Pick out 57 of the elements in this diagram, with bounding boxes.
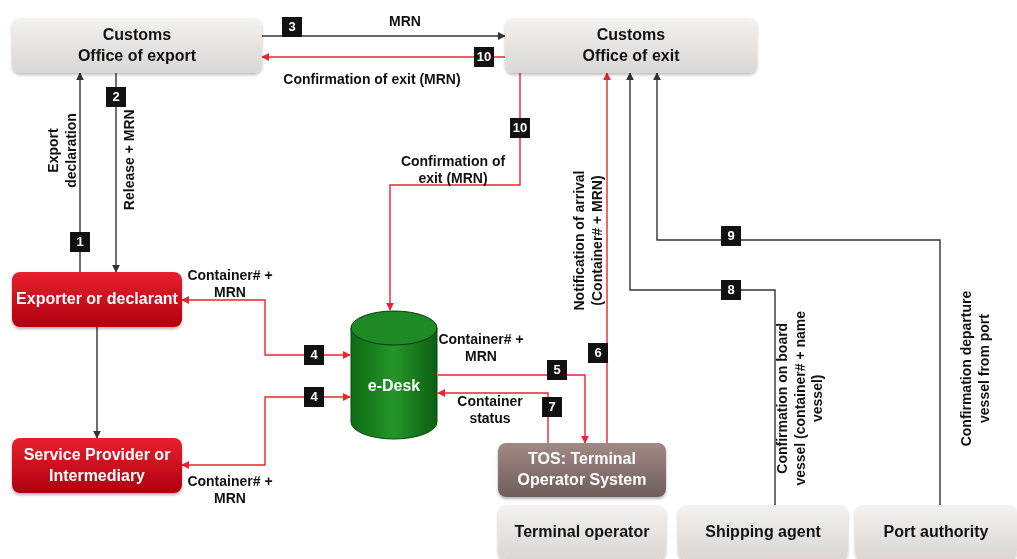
- step-number: 9: [721, 226, 741, 246]
- step-number: 4: [304, 345, 324, 365]
- flow-label: Container status: [456, 392, 524, 428]
- process-box: [505, 18, 757, 73]
- arrow: [261, 32, 506, 40]
- flow-label: Container# + MRN: [437, 330, 525, 366]
- arrow: [653, 72, 941, 506]
- node-label: Customs: [596, 24, 666, 45]
- step-number: 1: [70, 232, 90, 252]
- node-label: Terminal operator: [514, 521, 650, 542]
- step-number: 5: [547, 360, 567, 380]
- arrow: [261, 53, 506, 61]
- node-label: Office of exit: [582, 45, 680, 66]
- process-box: [855, 505, 1017, 559]
- flow-label: Confirmation of exit (MRN): [282, 71, 462, 89]
- arrow: [386, 72, 521, 311]
- node-label: Exporter or declarant: [16, 289, 178, 310]
- arrow: [181, 393, 351, 469]
- step-number: 7: [542, 397, 562, 417]
- arrow: [437, 374, 589, 444]
- actor-box: [12, 438, 182, 493]
- flow-label: Confirmation departure vessel from port: [957, 289, 993, 448]
- flow-label: Release + MRN: [121, 108, 139, 213]
- arrow: [93, 326, 101, 439]
- flow-label: Confirmation of exit (MRN): [399, 152, 507, 188]
- actor-box: [12, 272, 182, 327]
- node-label: e-Desk: [367, 375, 421, 396]
- step-number: 10: [474, 47, 494, 67]
- step-number: 10: [510, 118, 530, 138]
- node-label: Service Provider or Intermediary: [22, 444, 172, 486]
- system-box: [498, 443, 666, 497]
- flow-label: Confirmation on board vessel (container# + name vessel): [773, 309, 826, 488]
- arrow: [181, 296, 351, 359]
- flow-label: Notification of arrival (Container# + MRN): [570, 169, 606, 312]
- node-label: Port authority: [883, 521, 989, 542]
- flow-label: Container# + MRN: [186, 266, 274, 302]
- node-label: TOS: Terminal Operator System: [516, 449, 648, 490]
- arrow: [603, 72, 611, 444]
- step-number: 4: [304, 387, 324, 407]
- arrow: [437, 389, 549, 444]
- arrow: [76, 72, 84, 273]
- step-number: 3: [282, 17, 302, 37]
- flow-label: MRN: [388, 13, 422, 31]
- node-label: Customs: [102, 24, 172, 45]
- node-label: Office of export: [77, 45, 197, 66]
- database-cylinder: [350, 310, 438, 440]
- flow-label: Export declaration: [44, 111, 79, 190]
- step-number: 2: [106, 87, 126, 107]
- arrow: [112, 72, 120, 273]
- node-label: Shipping agent: [705, 521, 821, 542]
- arrow: [626, 72, 776, 506]
- process-box: [678, 505, 848, 559]
- process-box: [12, 18, 262, 73]
- process-box: [498, 505, 666, 559]
- step-number: 8: [721, 280, 741, 300]
- step-number: 6: [588, 343, 608, 363]
- flow-label: Container# + MRN: [186, 472, 274, 508]
